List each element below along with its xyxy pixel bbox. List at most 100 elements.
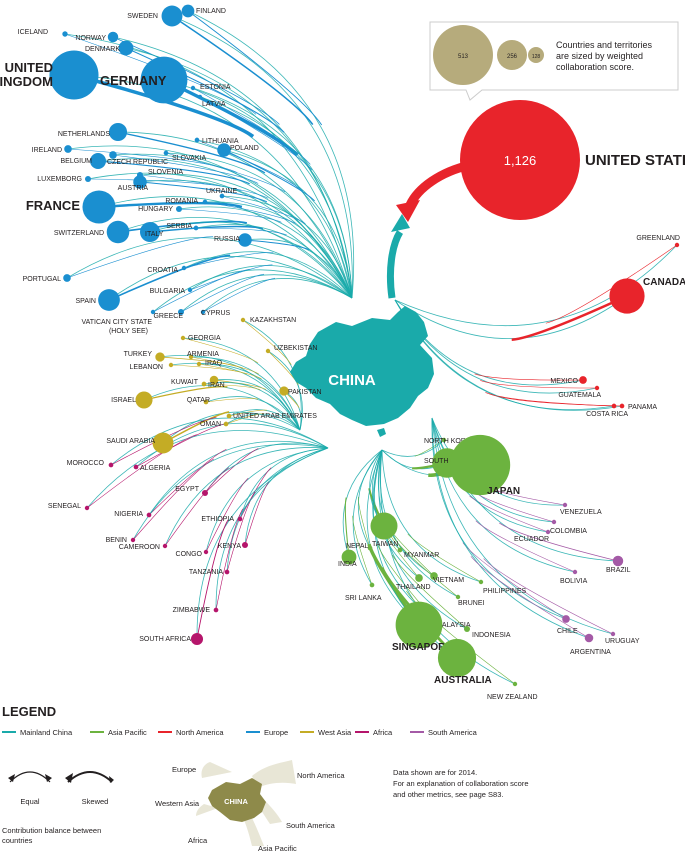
label-ethiopia: ETHIOPIA xyxy=(201,516,234,523)
arc-china-russia xyxy=(244,238,353,299)
arc-qatar xyxy=(205,398,259,403)
label-egypt: EGYPT xyxy=(175,486,199,493)
node-chile xyxy=(562,615,570,623)
label-uzbekistan: UZBEKISTAN xyxy=(274,345,317,352)
node-kenya xyxy=(241,541,249,549)
collaboration-arcs xyxy=(64,10,678,685)
label-congo: CONGO xyxy=(176,551,203,558)
equal-arc-icon xyxy=(9,771,51,783)
arc-china-switzerland xyxy=(117,217,353,299)
node-new-zealand xyxy=(512,681,518,687)
label-netherlands: NETHERLANDS xyxy=(58,131,110,138)
node-tanzania xyxy=(224,569,230,575)
arc-china-portugal xyxy=(66,237,353,299)
node-thailand xyxy=(415,574,423,582)
label-costa-rica: COSTA RICA xyxy=(586,411,628,418)
node-oman xyxy=(223,421,229,427)
node-serbia xyxy=(193,225,199,231)
node-south-africa xyxy=(190,632,204,646)
node-india xyxy=(341,549,357,565)
arc-philippines xyxy=(407,533,482,583)
arc-brazil xyxy=(499,522,619,562)
arc-china-new-zealand xyxy=(380,449,516,685)
label-finland: FINLAND xyxy=(196,8,226,15)
arc-china-france xyxy=(98,196,353,299)
hainan-island-shape xyxy=(377,428,386,437)
label-georgia: GEORGIA xyxy=(188,335,221,342)
arc-finland xyxy=(187,10,323,126)
size-key-text-3: collaboration score. xyxy=(556,62,634,72)
balance-text-2: countries xyxy=(2,836,33,845)
arc-china-lebanon xyxy=(170,362,301,431)
arc-china-luxemborg xyxy=(87,172,353,299)
label-uruguay: URUGUAY xyxy=(605,638,640,645)
node-vatican-city-state-holy-see xyxy=(150,309,156,315)
node-greece xyxy=(177,308,185,316)
legend-label-europe: Europe xyxy=(264,728,288,737)
arc-poland xyxy=(223,149,316,202)
label-germany: GERMANY xyxy=(100,73,167,88)
china-to-us-arrowhead xyxy=(391,214,410,232)
label-indonesia: INDONESIA xyxy=(472,632,511,639)
arc-hungary xyxy=(178,208,282,223)
node-costa-rica xyxy=(611,403,617,409)
label-israel: ISRAEL xyxy=(111,397,136,404)
arc-china-oman xyxy=(225,413,301,431)
arc-china-sweden xyxy=(171,15,353,299)
arc-china-serbia xyxy=(195,224,353,299)
node-greenland xyxy=(674,242,680,248)
size-key-text-1: Countries and territories xyxy=(556,40,653,50)
arc-ethiopia xyxy=(239,467,272,520)
node-brunei xyxy=(455,594,461,600)
arc-israel xyxy=(143,386,228,401)
label-nepal: NEPAL xyxy=(346,543,369,550)
arc-brunei xyxy=(393,537,459,598)
arc-russia xyxy=(244,239,310,251)
arc-china-cameroon xyxy=(164,447,329,547)
node-egypt xyxy=(201,489,209,497)
label-spain: SPAIN xyxy=(76,298,97,305)
label-nigeria: NIGERIA xyxy=(114,511,143,518)
region-key-band-europe xyxy=(201,762,232,778)
label-canada: CANADA xyxy=(643,277,685,288)
arc-china-romania xyxy=(204,201,353,299)
arc-china-slovenia xyxy=(139,173,353,299)
label-panama: PANAMA xyxy=(628,404,657,411)
node-romania xyxy=(202,199,208,205)
node-bolivia xyxy=(572,569,578,575)
arc-greece xyxy=(180,273,265,313)
arc-china-canada xyxy=(394,295,628,339)
arc-china-senegal xyxy=(86,430,329,509)
arc-italy xyxy=(149,225,264,233)
node-qatar xyxy=(203,399,209,405)
arc-china-morocco xyxy=(110,417,329,466)
label-france: FRANCE xyxy=(26,198,80,213)
arc-congo xyxy=(205,477,249,553)
china-label: CHINA xyxy=(328,372,376,389)
node-indonesia xyxy=(463,625,471,633)
arc-sri-lanka xyxy=(352,515,373,586)
node-guatemala xyxy=(594,385,600,391)
arc-kuwait xyxy=(203,383,261,390)
note-line-2: For an explanation of collaboration scor… xyxy=(393,779,529,788)
region-key-west-asia-label: Western Asia xyxy=(155,799,200,808)
label-bulgaria: BULGARIA xyxy=(150,288,186,295)
arc-china-croatia xyxy=(183,251,353,299)
arc-estonia xyxy=(192,87,311,165)
label-latvia: LATVIA xyxy=(202,101,226,108)
arc-panama xyxy=(489,393,623,407)
node-hungary xyxy=(175,205,183,213)
node-cyprus xyxy=(200,309,206,315)
node-iceland xyxy=(62,31,68,37)
label-czech-republic: CZECH REPUBLIC xyxy=(107,159,168,166)
arc-ecuador xyxy=(469,495,549,533)
label-brunei: BRUNEI xyxy=(458,600,485,607)
size-key-value-513: 513 xyxy=(458,54,469,60)
arc-china-zimbabwe xyxy=(215,447,329,611)
node-belgium xyxy=(90,153,106,169)
label-armenia: ARMENIA xyxy=(187,351,219,358)
arc-senegal xyxy=(86,434,197,509)
